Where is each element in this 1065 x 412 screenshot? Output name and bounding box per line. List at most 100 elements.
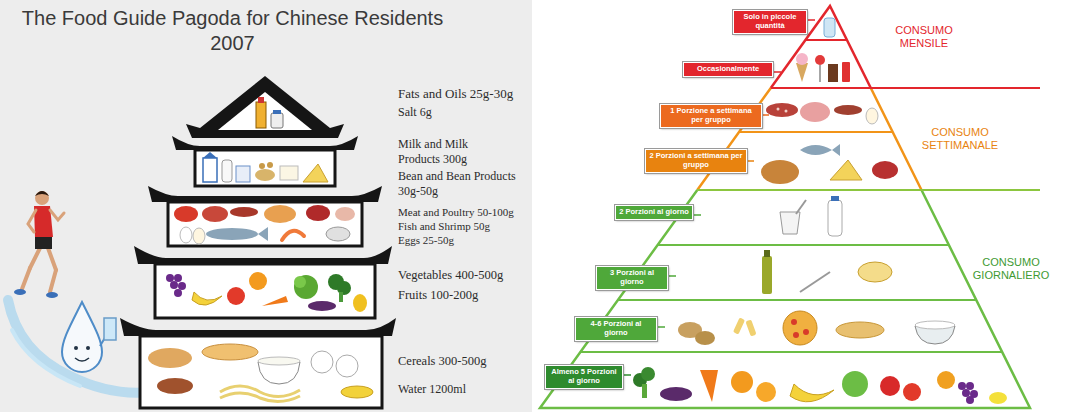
sweets-icons [819,65,821,82]
sugar-jar-icon [824,18,835,37]
vegetable-fruit-icons [937,371,955,389]
vegetable-fruit-icons [294,275,318,299]
oil-and-salt-icons [256,97,283,128]
meat-fish-egg-icons [193,228,205,244]
cured-meat-icons [866,108,878,124]
carbohydrate-icons [695,331,715,345]
food-amount-label: Bean and Bean Products 30g-50g [398,169,528,198]
vegetable-fruit-icons [166,274,174,282]
cereal-icons [258,357,300,365]
meat-fish-egg-icons [174,205,355,244]
meat-fish-egg-icons [258,227,268,241]
vegetable-fruit-icons [700,370,718,402]
cereal-icons [311,351,333,373]
pyramid-outline [540,6,1030,408]
cured-meat-icons [800,102,830,122]
food-amount-label: Milk and Milk Products 300g [398,137,484,166]
runner-figure [35,236,52,249]
protein-icons [761,144,898,184]
dairy-icons [780,196,842,236]
oil-and-salt-icons [258,97,264,103]
dairy-icons [828,200,842,236]
runner-figure [22,268,30,289]
pagoda-tier [172,136,358,150]
frequency-box: 4-6 Porzioni al giorno [575,317,657,341]
dairy-and-bean-icons [280,166,298,180]
consumption-category-label: CONSUMO SETTIMANALE [912,126,1008,153]
frequency-box: 2 Porzioni al giorno [615,205,693,220]
cereal-icons [202,344,258,360]
water-drop-mascot [86,346,90,350]
leader-line [656,326,665,328]
vegetable-fruit-icons [178,282,186,290]
vegetable-fruit-icons [731,371,753,393]
pagoda-tier [148,186,382,202]
frequency-text: Occasionalmente [687,65,769,74]
consumption-category-label: CONSUMO MENSILE [878,24,970,51]
leader-line [772,71,781,73]
pagoda-tier [155,264,375,318]
carbohydrate-icons [793,332,799,338]
pagoda-roof [186,76,344,138]
sweets-icons [796,53,850,82]
vegetable-fruit-icons [842,371,868,397]
meat-fish-egg-icons [264,205,296,223]
dairy-and-bean-icons [259,163,265,169]
sweets-icons [796,53,808,65]
band-divider [580,351,1002,353]
oil-and-cheese-icons [762,250,892,294]
meat-fish-egg-icons [335,207,355,221]
running-track-swoosh [8,300,150,393]
band-divider [771,87,1040,89]
meat-fish-egg-icons [202,206,228,222]
protein-icons [872,161,898,179]
cereal-icons [148,348,192,368]
food-amount-label: Meat and Poultry 50-100g [398,206,514,219]
frequency-box: Solo in piccole quantità [733,10,807,34]
food-amount-label: Cereals 300-500g [398,354,487,369]
runner-figure [14,191,64,298]
dairy-and-bean-icons [203,158,217,182]
sweets-icons [796,63,808,82]
dairy-and-bean-icons [236,166,250,182]
runner-figure [35,191,49,196]
frequency-text: 1 Porzione a settimana per gruppo [664,107,758,124]
consumption-category-label: CONSUMO GIORNALIERO [966,256,1056,283]
carbohydrate-icons [733,317,745,334]
runner-figure [48,248,56,270]
cereal-icons [148,344,373,402]
protein-icons [800,144,840,156]
dairy-icons [796,200,806,214]
oil-and-cheese-icons [764,250,770,257]
frequency-text: 2 Porzioni a settimana per gruppo [649,152,743,169]
band-divider [658,244,949,246]
leader-line [667,275,676,277]
frequency-box: 3 Porzioni al giorno [596,266,668,290]
meat-fish-egg-icons [230,207,258,217]
band-divider [618,299,976,301]
dairy-icons [831,196,839,201]
food-amount-label: Eggs 25-50g [398,234,454,247]
pagoda-tier [195,150,335,186]
vegetable-fruit-icons [756,382,776,402]
food-amount-label: Vegetables 400-500g [398,268,503,283]
dairy-and-bean-icons [203,152,217,158]
water-drop-mascot [74,346,78,350]
frequency-box: Occasionalmente [683,62,773,77]
vegetable-fruit-icons [192,292,222,305]
vegetable-fruit-icons [166,272,367,312]
left-panel-ground [0,0,532,412]
dairy-and-bean-icons [267,162,273,168]
pagoda-tier [120,318,396,336]
meat-fish-egg-icons [174,206,198,222]
cured-meat-icons [777,108,780,111]
pagoda-tier [140,336,382,408]
carbohydrate-icons [915,321,955,329]
pagoda-tier [120,136,396,408]
meat-fish-egg-icons [306,205,330,221]
oil-and-cheese-icons [858,262,892,282]
oil-and-salt-icons [273,110,281,114]
cereal-icons [341,386,373,398]
